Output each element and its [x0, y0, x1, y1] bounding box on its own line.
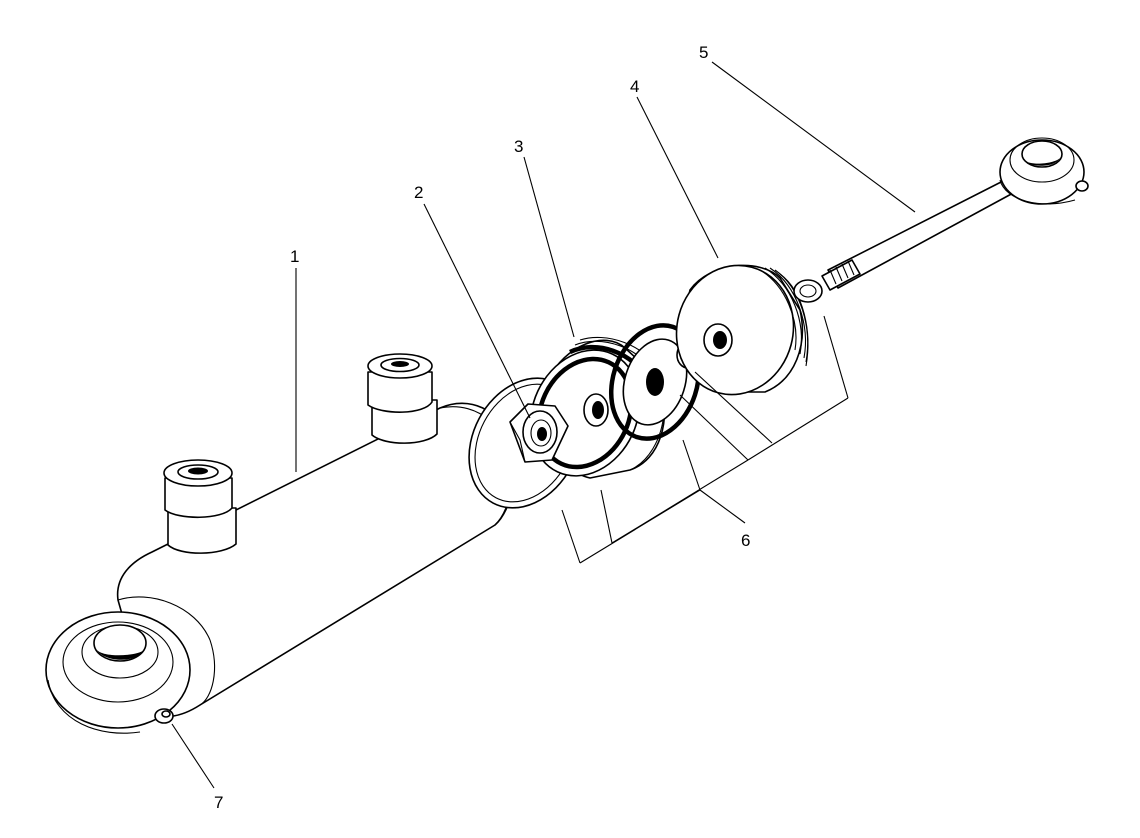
- callouts: 1 2 3 4 5 6 7: [214, 43, 750, 812]
- grease-nipple: [154, 708, 174, 724]
- callout-4: 4: [630, 77, 639, 96]
- leader-lines: [171, 61, 916, 789]
- rod-wiper-ring: [793, 279, 823, 303]
- piston-rod: [821, 137, 1089, 291]
- callout-7: 7: [214, 793, 223, 812]
- callout-2: 2: [414, 183, 423, 202]
- piston-o-ring: [608, 323, 702, 441]
- callout-5: 5: [699, 43, 708, 62]
- cylinder-barrel: [45, 353, 516, 734]
- callout-3: 3: [514, 137, 523, 156]
- piston-nut: [509, 403, 569, 463]
- gland-head: [675, 264, 809, 396]
- callout-1: 1: [290, 247, 299, 266]
- callout-6: 6: [741, 531, 750, 550]
